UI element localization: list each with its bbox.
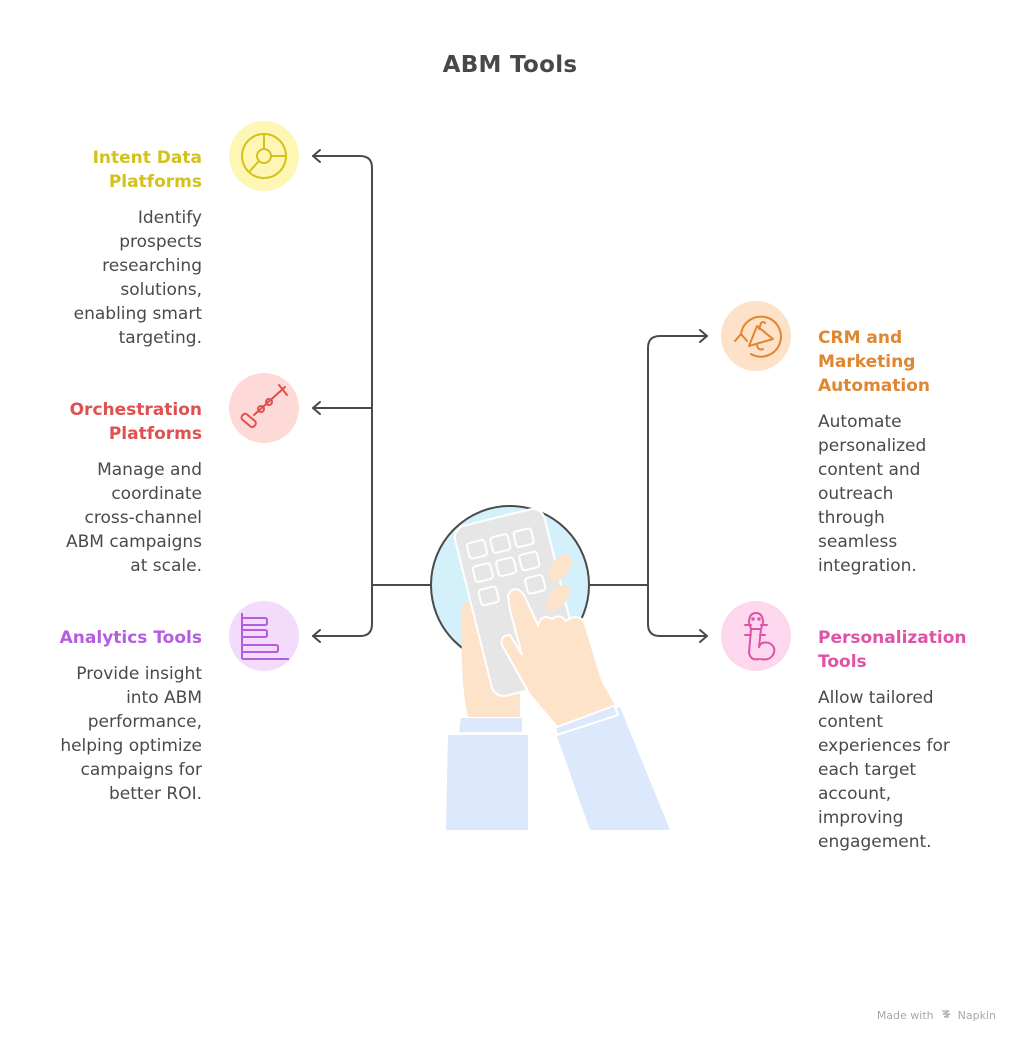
crm-icon-circle — [721, 301, 791, 371]
personalization-description: Allow tailored content experiences for e… — [818, 688, 950, 852]
personalization-heading: Personalization Tools — [818, 628, 967, 672]
analytics-description: Provide insight into ABM performance, he… — [60, 664, 202, 804]
arrowhead-analytics — [312, 629, 321, 643]
left-cuff — [456, 716, 524, 734]
crm-block: CRM and Marketing Automation Automate pe… — [818, 326, 998, 578]
conductor-baton-icon — [240, 384, 288, 428]
arrowhead-personalization — [699, 629, 708, 643]
chameleon-icon — [744, 612, 776, 661]
phone-key — [518, 550, 541, 572]
arrowhead-intent — [312, 149, 321, 163]
connector-to-intent — [312, 155, 373, 586]
orchestration-icon-circle — [229, 373, 299, 443]
left-sleeve — [446, 735, 528, 830]
phone-key — [524, 574, 547, 595]
bar-chart-icon — [241, 613, 289, 660]
phone-key — [489, 533, 512, 554]
analytics-icon-circle — [229, 601, 299, 671]
phone-key — [477, 585, 500, 607]
intent-data-description: Identify prospects researching solutions… — [73, 208, 202, 348]
connector-to-analytics — [312, 584, 373, 637]
personalization-block: Personalization Tools Allow tailored con… — [818, 626, 1008, 854]
made-with-label: Made with — [876, 1009, 934, 1022]
analytics-block: Analytics Tools Provide insight into ABM… — [12, 626, 202, 806]
phone-key — [466, 539, 489, 560]
crm-heading: CRM and Marketing Automation — [818, 328, 930, 396]
orchestration-description: Manage and coordinate cross-channel ABM … — [65, 460, 202, 576]
orchestration-block: Orchestration Platforms Manage and coord… — [12, 398, 202, 578]
connector-to-personalization — [647, 584, 708, 637]
intent-data-block: Intent Data Platforms Identify prospects… — [22, 146, 202, 350]
megaphone-cycle-icon — [734, 315, 782, 358]
phone-key — [495, 556, 518, 578]
right-sleeve — [553, 707, 670, 830]
right-thumb — [548, 554, 572, 582]
phone-key — [512, 527, 535, 549]
intent-data-heading: Intent Data Platforms — [92, 148, 202, 192]
napkin-logo-icon — [942, 1010, 951, 1018]
pie-chart-icon — [241, 133, 287, 179]
napkin-brand-label: Napkin — [957, 1009, 996, 1022]
hands-tapping-phone-illustration — [430, 505, 670, 830]
arrowhead-crm — [699, 329, 708, 343]
diagram-title: ABM Tools — [442, 52, 578, 78]
right-finger — [546, 584, 570, 612]
arrowhead-orchestration — [312, 401, 321, 415]
phone-key — [471, 562, 494, 583]
connector-to-crm — [647, 335, 708, 586]
crm-description: Automate personalized content and outrea… — [818, 412, 927, 576]
napkin-credit[interactable]: Made with Napkin — [877, 1009, 996, 1022]
analytics-heading: Analytics Tools — [59, 628, 202, 648]
personalization-icon-circle — [721, 601, 791, 671]
right-hand — [500, 588, 618, 729]
orchestration-heading: Orchestration Platforms — [69, 400, 202, 444]
intent-data-icon-circle — [229, 121, 299, 191]
